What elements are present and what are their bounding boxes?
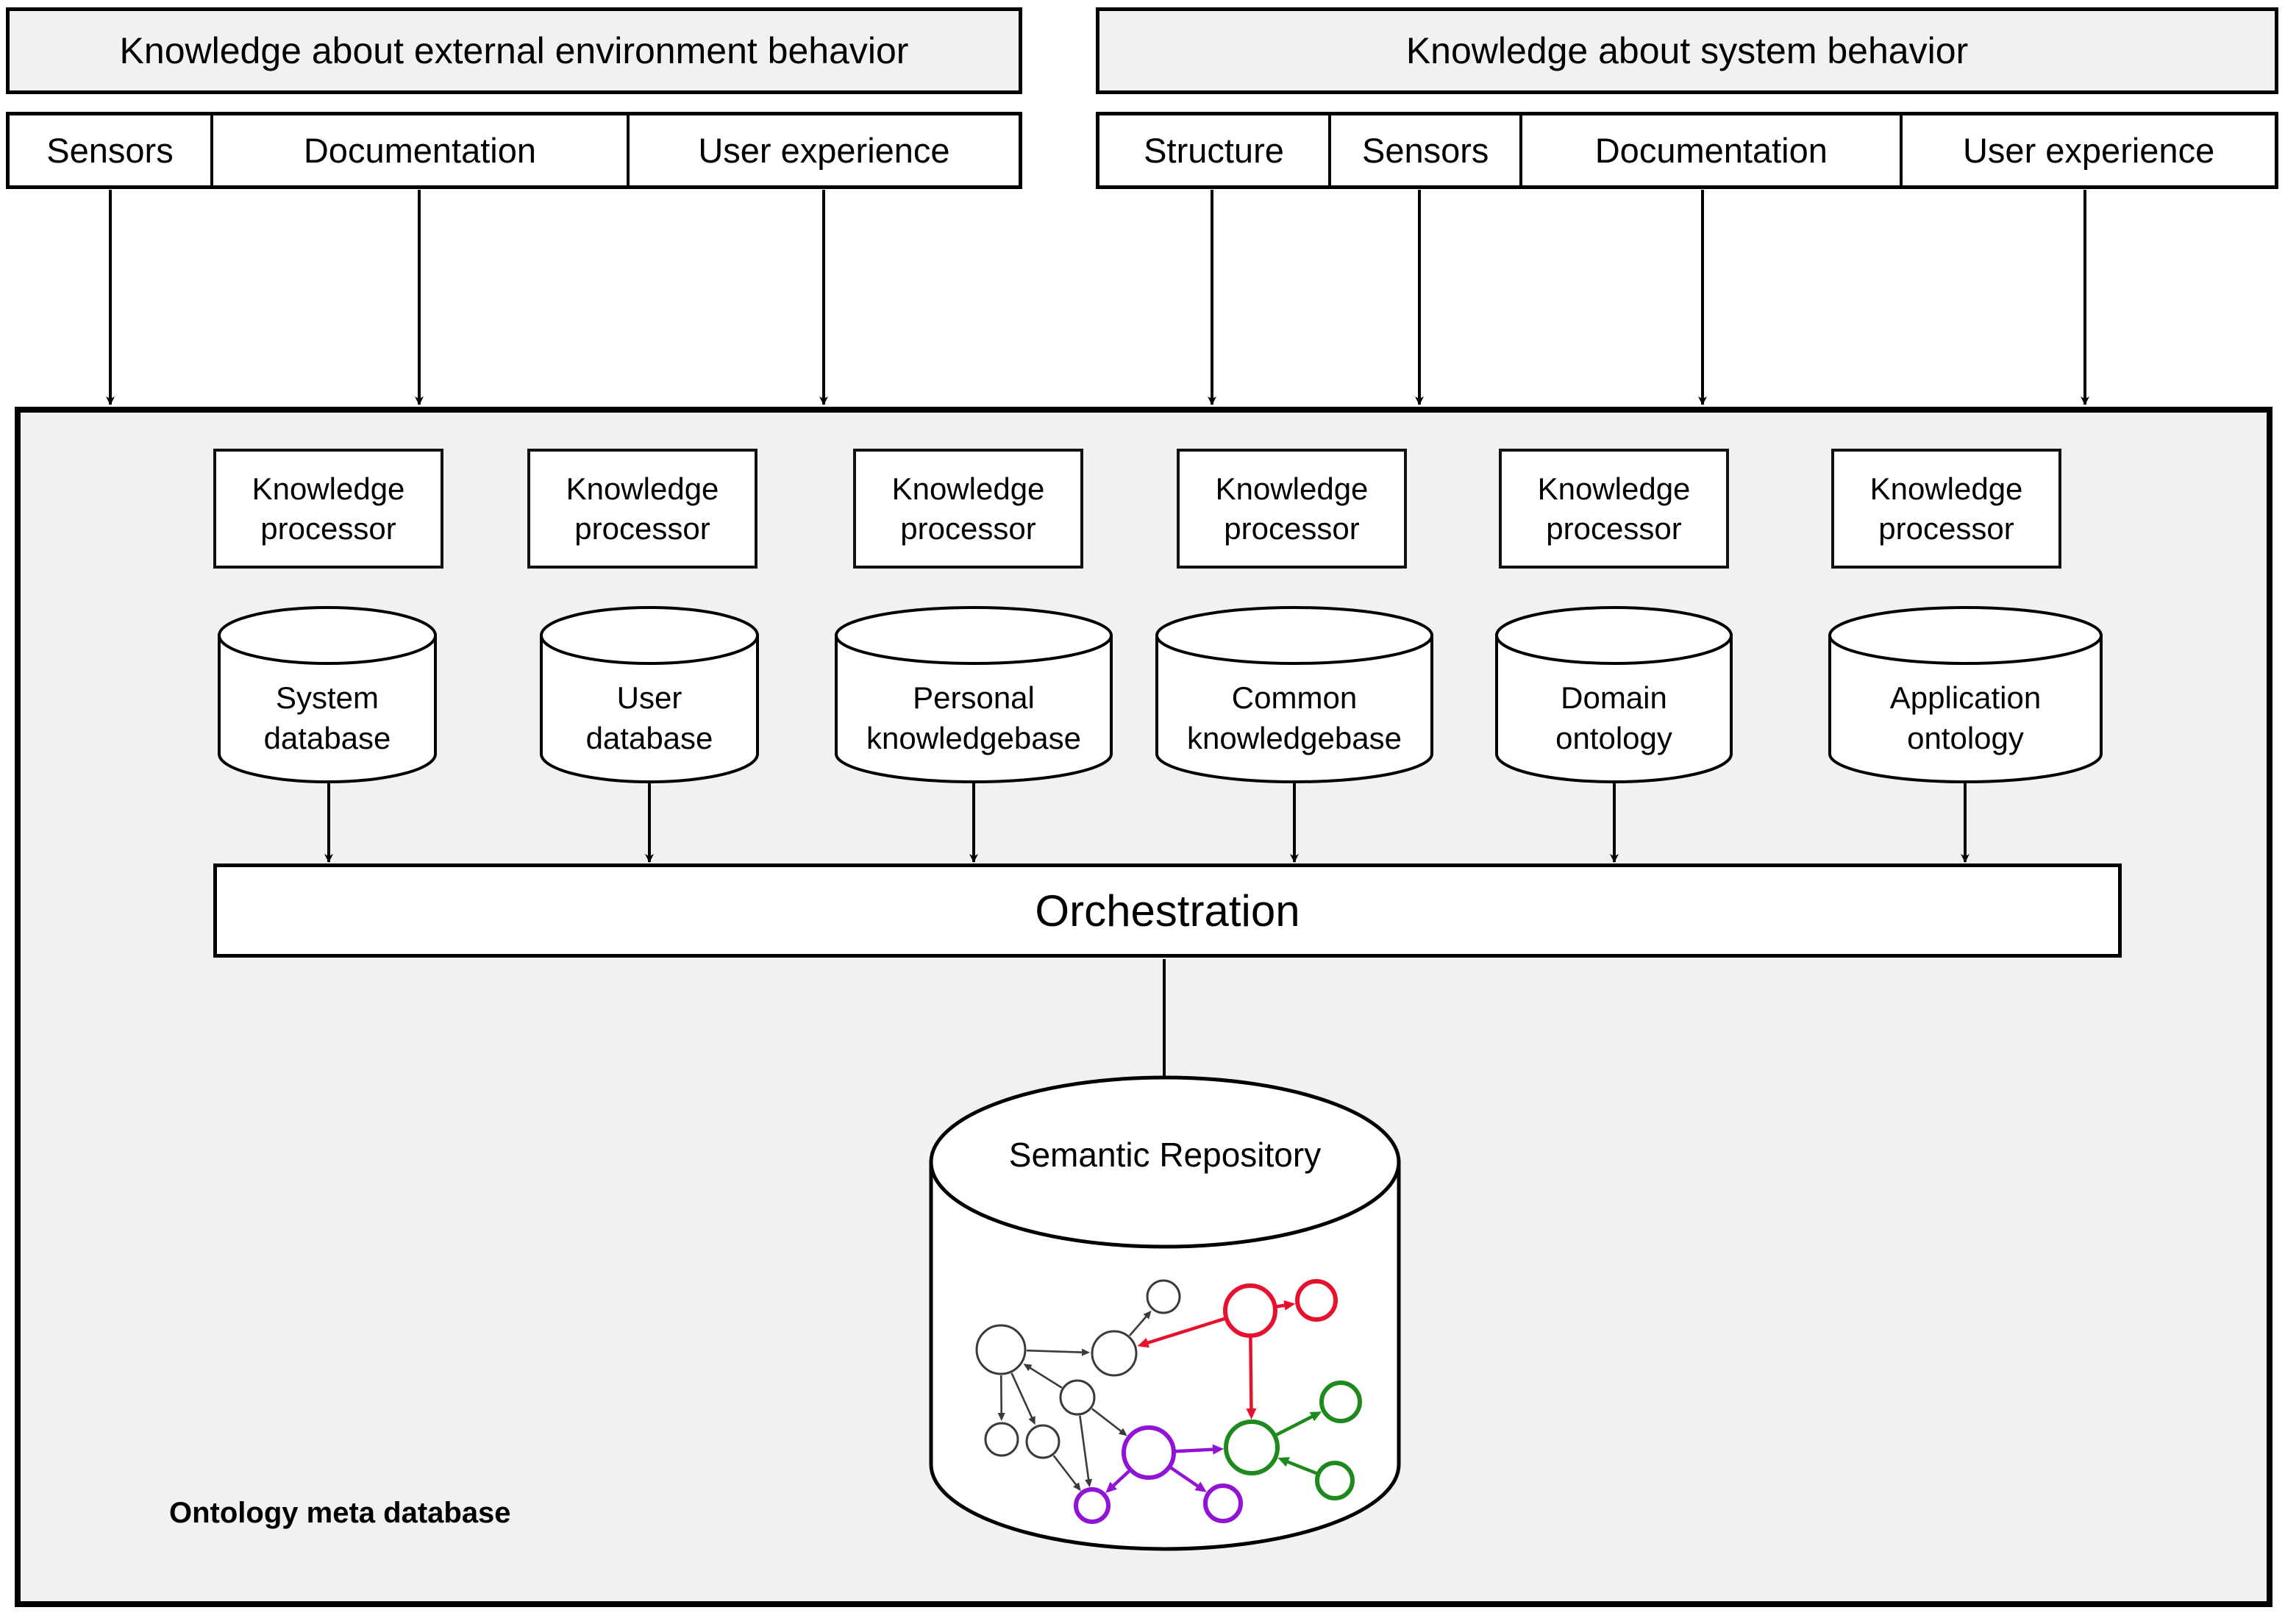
source-cell-documentation[interactable]: Documentation — [1519, 115, 1900, 185]
graph-node-n10 — [1223, 1283, 1277, 1338]
source-cell-user-experience[interactable]: User experience — [1900, 115, 2275, 185]
graph-node-n12 — [1224, 1420, 1280, 1475]
graph-edge-arrowhead — [1073, 1482, 1081, 1492]
knowledge-processor-label-line1: Knowledge — [1537, 471, 1691, 506]
knowledge-processor-label-line2: processor — [1878, 510, 2014, 546]
graph-node-n3 — [1146, 1279, 1181, 1314]
graph-node-n1 — [975, 1324, 1027, 1375]
graph-edge — [1249, 1336, 1253, 1417]
knowledge-processor-label-line1: Knowledge — [1869, 471, 2023, 506]
group-title-text: Knowledge about system behavior — [1405, 30, 1969, 71]
graph-edge — [1140, 1317, 1226, 1347]
group-title-system-behavior: Knowledge about system behavior — [1096, 7, 2278, 94]
graph-node-n5 — [984, 1422, 1019, 1457]
graph-node-n4 — [1059, 1379, 1096, 1416]
graph-node-n7 — [1074, 1487, 1111, 1524]
graph-node-n14 — [1315, 1461, 1355, 1500]
source-cell-sensors[interactable]: Sensors — [10, 115, 210, 185]
knowledge-processor-label-line1: Knowledge — [891, 471, 1045, 506]
graph-edge — [1129, 1312, 1150, 1336]
orchestration-bar: Orchestration — [213, 863, 2122, 958]
knowledge-processor-label-line2: processor — [260, 510, 396, 546]
graph-node-n2 — [1091, 1330, 1138, 1377]
knowledge-processor-label-line2: processor — [574, 510, 710, 546]
knowledge-processor-label-line2: processor — [1546, 510, 1682, 546]
source-cell-label: Sensors — [46, 131, 174, 170]
graph-node-n13 — [1319, 1381, 1362, 1423]
graph-edge-arrowhead — [1246, 1408, 1257, 1420]
graph-edge — [1091, 1408, 1125, 1435]
graph-edge-arrowhead — [1143, 1310, 1152, 1320]
graph-edge — [1010, 1372, 1035, 1422]
knowledge-processor-box-1[interactable]: Knowledge processor — [213, 449, 443, 569]
graph-edge — [1026, 1364, 1063, 1389]
semantic-repository-cylinder: Semantic Repository — [928, 1075, 1402, 1552]
source-cell-sensors[interactable]: Sensors — [1328, 115, 1520, 185]
group-title-text: Knowledge about external environment beh… — [119, 30, 909, 71]
graph-edge-arrowhead — [1028, 1416, 1035, 1425]
ontology-meta-database-label: Ontology meta database — [169, 1497, 511, 1529]
orchestration-label: Orchestration — [1035, 886, 1300, 936]
knowledge-processor-label-line1: Knowledge — [252, 471, 405, 506]
knowledge-processor-label-line1: Knowledge — [566, 471, 719, 506]
knowledge-processor-box-6[interactable]: Knowledge processor — [1831, 449, 2061, 569]
source-cell-label: Documentation — [1594, 131, 1828, 170]
graph-edge-arrowhead — [1137, 1337, 1149, 1348]
source-cell-documentation[interactable]: Documentation — [210, 115, 627, 185]
source-cell-structure[interactable]: Structure — [1099, 115, 1329, 185]
graph-edge — [1052, 1455, 1080, 1489]
knowledge-processor-label-line1: Knowledge — [1215, 471, 1369, 506]
source-cell-label: Documentation — [303, 131, 536, 170]
graph-edge — [1275, 1411, 1319, 1437]
graph-node-n9 — [1203, 1484, 1243, 1523]
graph-edge — [1026, 1349, 1087, 1354]
source-cell-label: Sensors — [1362, 131, 1489, 170]
graph-edge-arrowhead — [1081, 1348, 1091, 1356]
group-title-external-environment: Knowledge about external environment beh… — [6, 7, 1022, 94]
graph-node-n11 — [1295, 1279, 1338, 1322]
graph-node-n8 — [1122, 1425, 1176, 1480]
graph-edge-arrowhead — [1212, 1444, 1225, 1455]
source-row-external-environment: Sensors Documentation User experience — [6, 112, 1022, 189]
graph-edge-arrowhead — [997, 1412, 1005, 1422]
knowledge-processor-box-3[interactable]: Knowledge processor — [853, 449, 1083, 569]
knowledge-processor-box-4[interactable]: Knowledge processor — [1177, 449, 1407, 569]
source-row-system-behavior: Structure Sensors Documentation User experi… — [1096, 112, 2278, 189]
knowledge-processor-label-line2: processor — [1224, 510, 1360, 546]
source-cell-user-experience[interactable]: User experience — [626, 115, 1019, 185]
source-cell-label: Structure — [1144, 131, 1284, 170]
graph-edge-arrowhead — [1023, 1364, 1033, 1372]
knowledge-processor-box-5[interactable]: Knowledge processor — [1499, 449, 1729, 569]
graph-edge — [1174, 1447, 1221, 1453]
graph-edge-arrowhead — [1085, 1478, 1093, 1488]
knowledge-processor-label-line2: processor — [900, 510, 1036, 546]
knowledge-processor-box-2[interactable]: Knowledge processor — [527, 449, 757, 569]
source-cell-label: User experience — [698, 131, 950, 170]
source-cell-label: User experience — [1962, 131, 2215, 170]
graph-edge-arrowhead — [1105, 1481, 1117, 1493]
graph-edge-arrowhead — [1194, 1481, 1207, 1492]
graph-node-n6 — [1025, 1424, 1060, 1459]
graph-edge-arrowhead — [1118, 1428, 1127, 1436]
graph-edge-arrowhead — [1277, 1457, 1290, 1467]
graph-edge-arrowhead — [1309, 1411, 1322, 1422]
graph-edge-arrowhead — [1283, 1300, 1296, 1311]
graph-edge — [1079, 1415, 1091, 1484]
